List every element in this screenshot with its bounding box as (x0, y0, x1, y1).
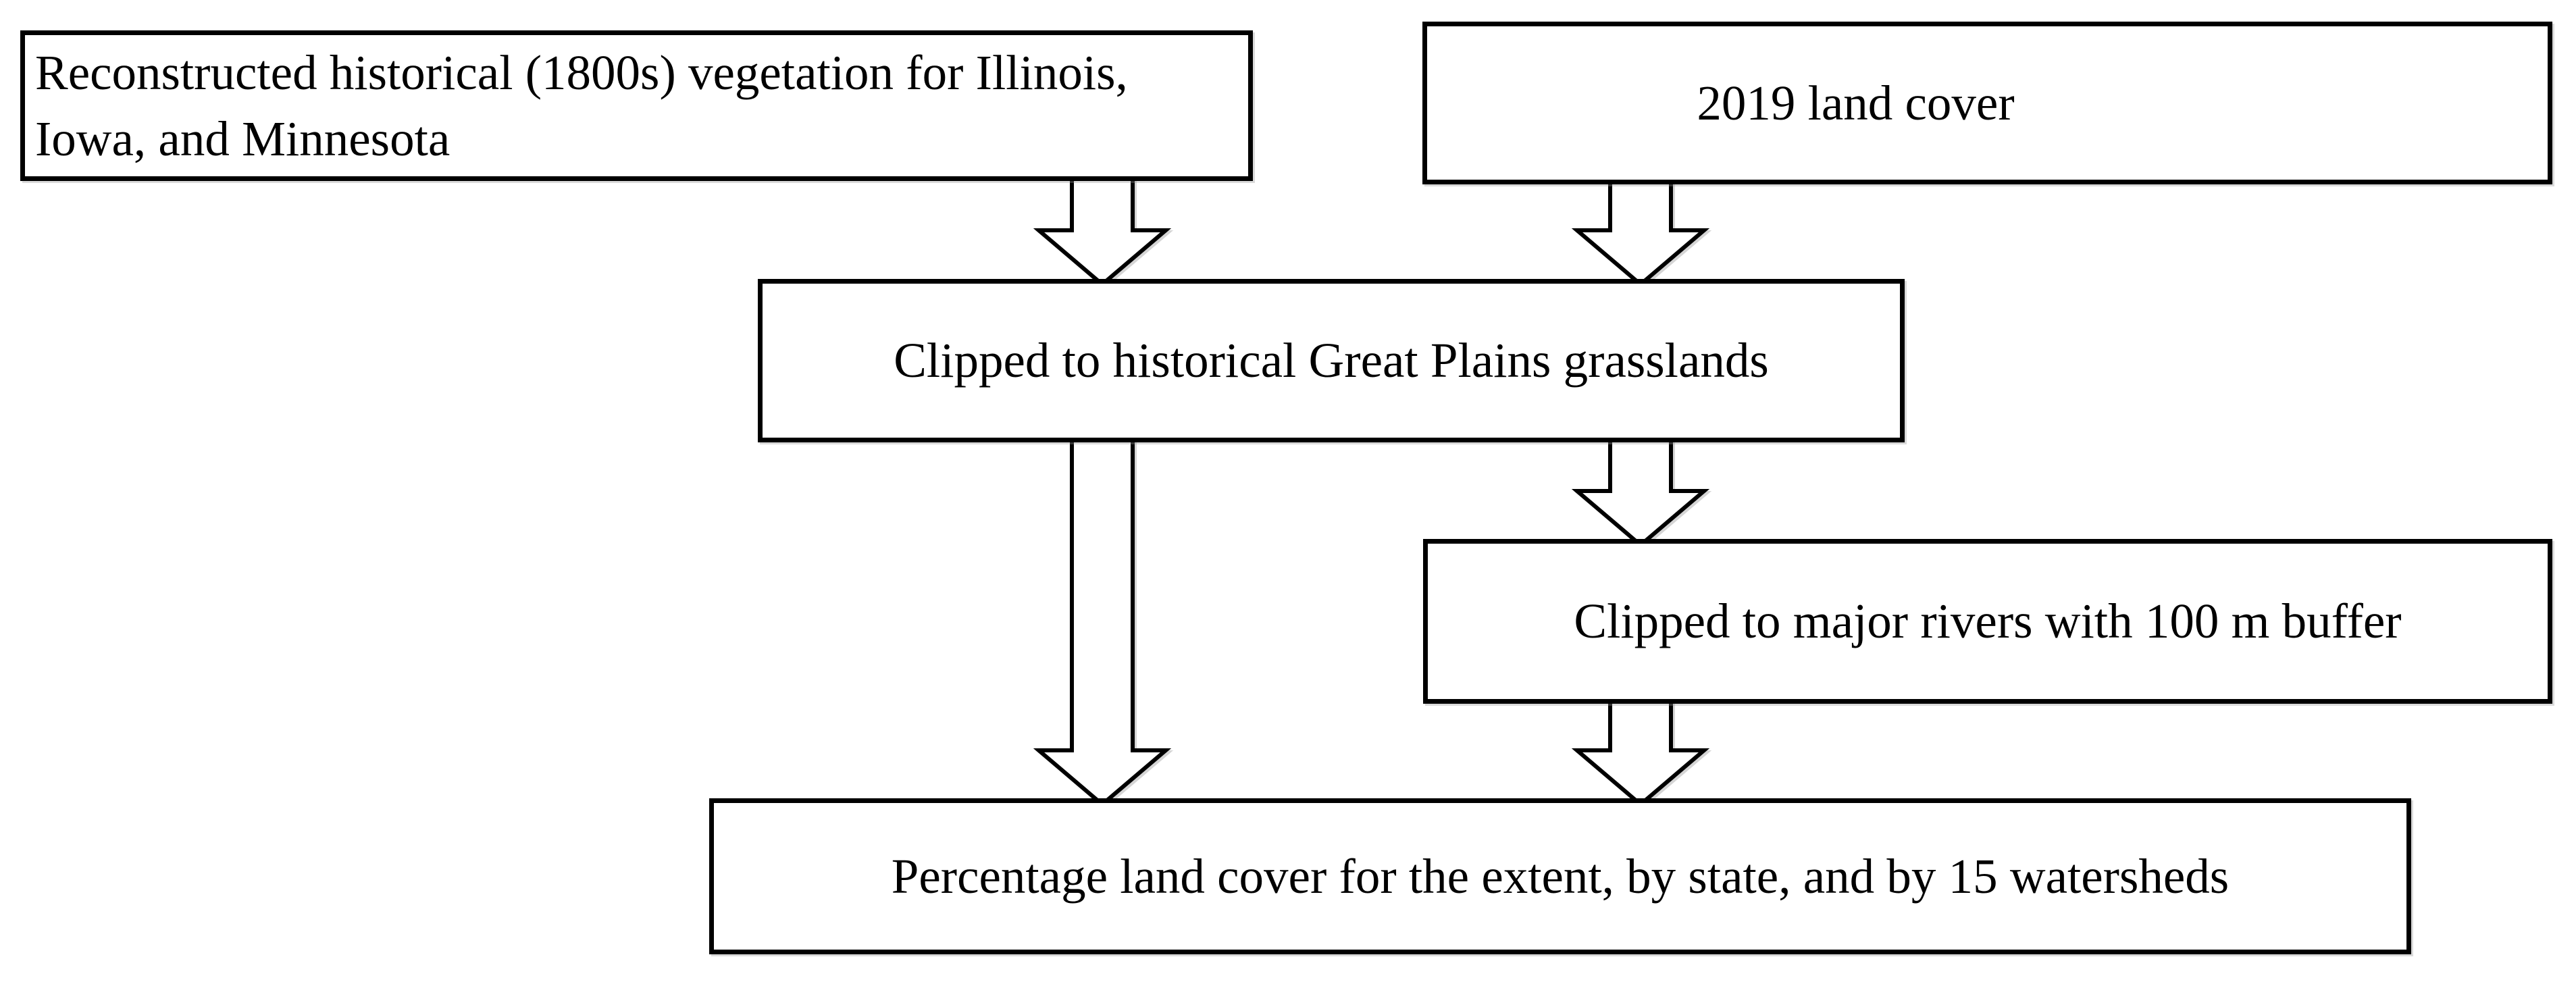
box-clipped-rivers: Clipped to major rivers with 100 m buffe… (1423, 539, 2552, 704)
box-land-cover-2019-label: 2019 land cover (1697, 75, 2015, 130)
box-land-cover-2019: 2019 land cover (1422, 22, 2552, 184)
box-reconstructed-vegetation-label: Reconstructed historical (1800s) vegetat… (35, 45, 1128, 166)
arrow-clipped-grasslands-to-clipped-rivers (1571, 438, 1710, 548)
box-clipped-grasslands-label: Clipped to historical Great Plains grass… (894, 333, 1769, 388)
box-percentage-output-label: Percentage land cover for the extent, by… (891, 848, 2230, 904)
box-percentage-output: Percentage land cover for the extent, by… (709, 798, 2411, 954)
box-clipped-grasslands: Clipped to historical Great Plains grass… (758, 279, 1905, 442)
box-reconstructed-vegetation: Reconstructed historical (1800s) vegetat… (20, 30, 1253, 181)
arrow-clipped-grasslands-to-percentage-output (1033, 438, 1172, 807)
arrow-reconstructed-vegetation-to-clipped-grasslands (1033, 177, 1172, 287)
arrow-clipped-rivers-to-percentage-output (1571, 700, 1710, 807)
box-clipped-rivers-label: Clipped to major rivers with 100 m buffe… (1574, 594, 2402, 649)
arrow-land-cover-2019-to-clipped-grasslands (1571, 180, 1710, 287)
